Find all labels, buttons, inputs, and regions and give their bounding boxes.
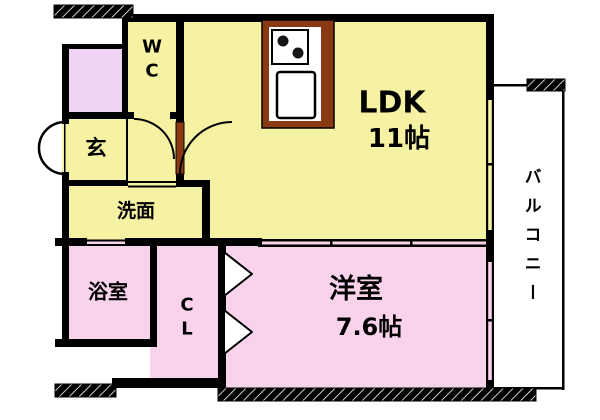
walls bbox=[55, 14, 494, 398]
room-fill-western bbox=[218, 242, 494, 392]
room-fill-entrance bbox=[62, 112, 184, 188]
stove-icon bbox=[271, 29, 309, 65]
doors bbox=[37, 118, 253, 355]
room-fill-ldk bbox=[176, 14, 494, 246]
closet-door-arrow-icon bbox=[223, 309, 253, 355]
wc-door-arc bbox=[133, 118, 175, 160]
room-fills bbox=[62, 14, 494, 392]
thin-lines bbox=[64, 119, 486, 247]
concrete-bar-bottom-left bbox=[54, 383, 117, 398]
concrete-wall-bars bbox=[53, 4, 566, 402]
room-fill-closet bbox=[150, 240, 224, 384]
concrete-bar-top-left bbox=[53, 4, 134, 19]
kitchen-unit bbox=[261, 19, 335, 129]
concrete-bar-balcony-top bbox=[526, 78, 566, 92]
balcony-outline bbox=[494, 84, 565, 390]
stove-burner-icon bbox=[292, 47, 304, 59]
room-fill-toilet bbox=[62, 44, 128, 119]
entrance-door-arc bbox=[37, 120, 66, 176]
concrete-bar-bottom bbox=[217, 387, 537, 402]
room-fill-wc bbox=[122, 14, 182, 119]
ldk-door-arc bbox=[179, 121, 233, 175]
balcony-windows bbox=[486, 100, 494, 380]
sink-icon bbox=[275, 70, 317, 120]
room-fill-bathroom bbox=[62, 240, 155, 344]
stove-burner-icon bbox=[277, 35, 289, 47]
closet-door-arrow-icon bbox=[223, 251, 253, 297]
